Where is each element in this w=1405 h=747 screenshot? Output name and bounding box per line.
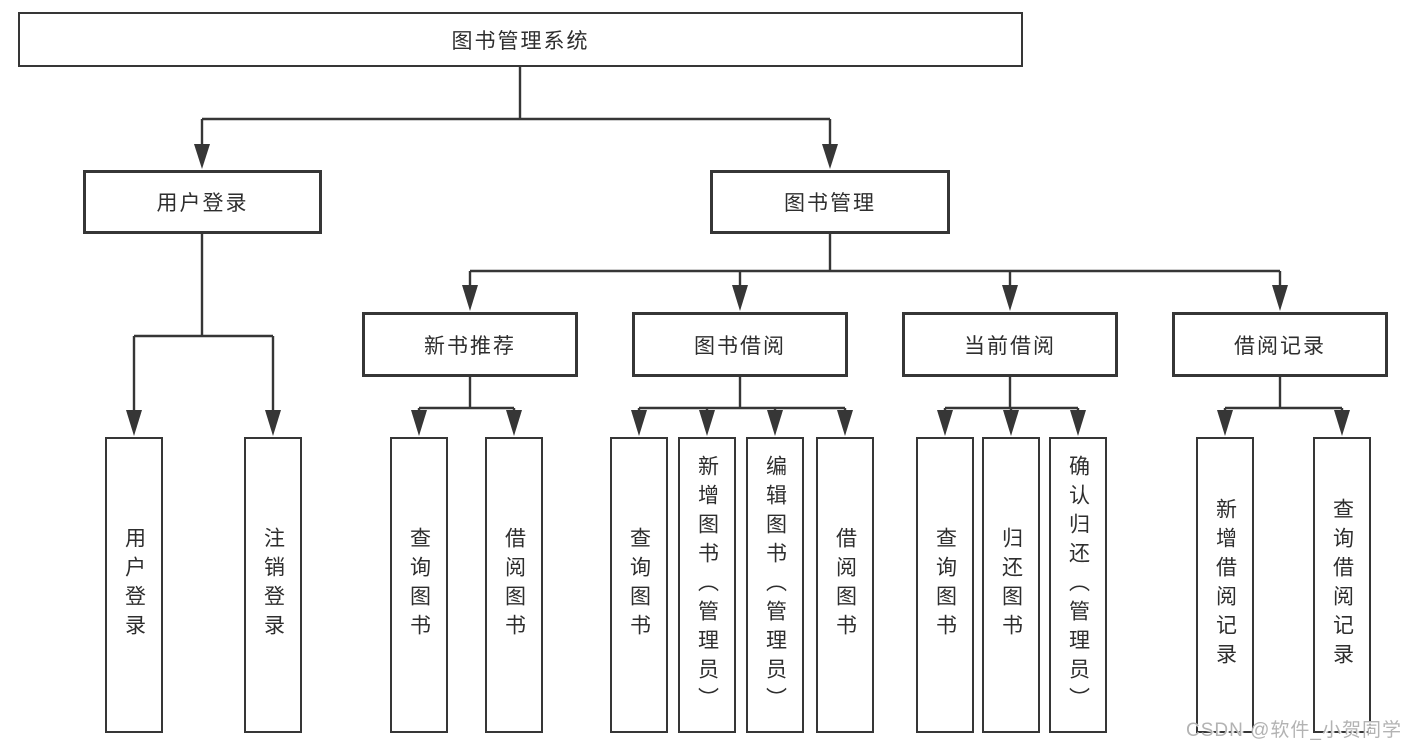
node-book-borrowing: 图书借阅 (632, 312, 848, 377)
node-user-login: 用户登录 (83, 170, 322, 234)
connector-user-login-children (126, 234, 281, 436)
leaf-user-login: 用户登录 (105, 437, 163, 733)
node-book-management: 图书管理 (710, 170, 950, 234)
connector-current-borrowing-children (937, 377, 1086, 436)
leaf-query-books-borrowing: 查询图书 (610, 437, 668, 733)
leaf-borrow-books-borrowing: 借阅图书 (816, 437, 874, 733)
leaf-query-books-current: 查询图书 (916, 437, 974, 733)
connector-book-borrowing-children (631, 377, 853, 436)
leaf-return-books: 归还图书 (982, 437, 1040, 733)
csdn-watermark: CSDN @软件_小贺同学 (1186, 720, 1402, 741)
connector-book-management-to-level3 (462, 234, 1288, 311)
leaf-edit-books-admin: 编辑图书（管理员） (746, 437, 804, 733)
connector-root-to-level2 (194, 67, 838, 169)
leaf-query-books-recommend: 查询图书 (390, 437, 448, 733)
leaf-add-borrowing-record: 新增借阅记录 (1196, 437, 1254, 733)
connector-new-book-children (411, 377, 522, 436)
node-book-management-system: 图书管理系统 (18, 12, 1023, 67)
leaf-borrow-books-recommend: 借阅图书 (485, 437, 543, 733)
node-new-book-recommendation: 新书推荐 (362, 312, 578, 377)
leaf-logout-login: 注销登录 (244, 437, 302, 733)
leaf-query-borrowing-record: 查询借阅记录 (1313, 437, 1371, 733)
node-current-borrowing: 当前借阅 (902, 312, 1118, 377)
leaf-add-books-admin: 新增图书（管理员） (678, 437, 736, 733)
node-borrowing-records: 借阅记录 (1172, 312, 1388, 377)
leaf-confirm-return-admin: 确认归还（管理员） (1049, 437, 1107, 733)
connector-borrowing-records-children (1217, 377, 1350, 436)
